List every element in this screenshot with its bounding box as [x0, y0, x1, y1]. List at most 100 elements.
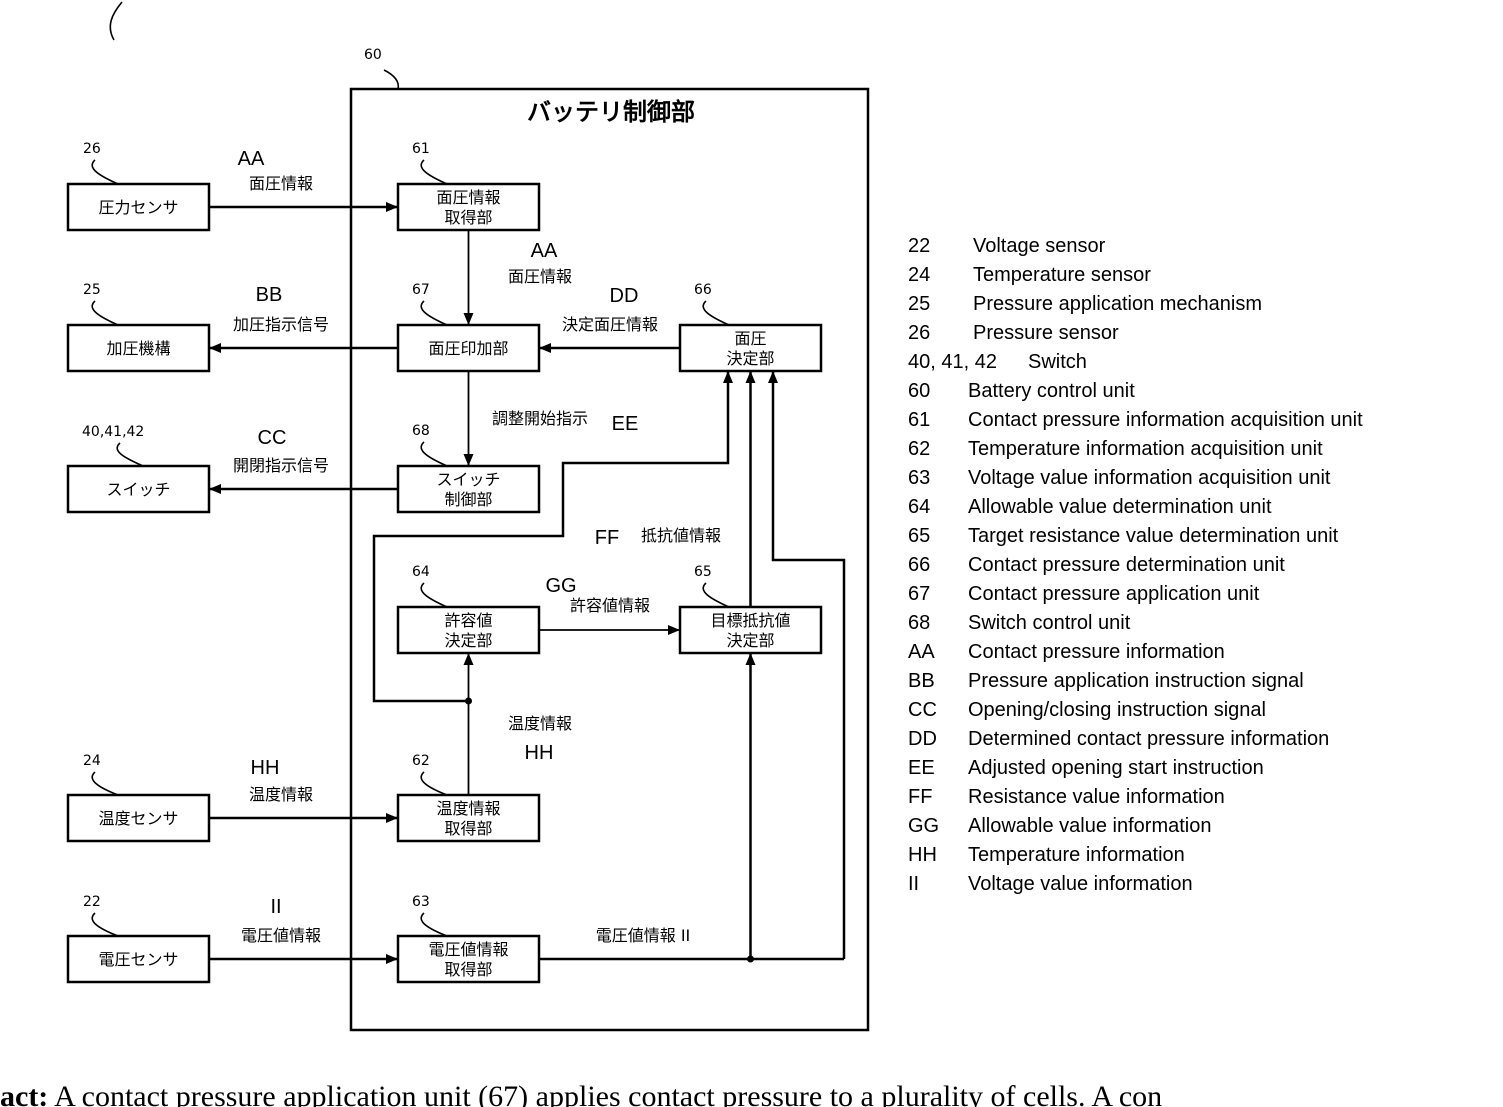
signal-dd-jp: 決定面圧情報: [562, 315, 658, 334]
ref-68: 68: [412, 423, 430, 439]
svg-text:スイッチ: スイッチ: [436, 470, 500, 489]
ref-60: 60: [364, 47, 382, 63]
signal-ee-code: EE: [612, 413, 639, 435]
svg-text:目標抵抗値: 目標抵抗値: [710, 611, 790, 630]
legend-code: 68: [908, 612, 930, 634]
legend-code: AA: [908, 641, 935, 663]
svg-text:許容値: 許容値: [444, 611, 492, 630]
signal-bb-jp: 加圧指示信号: [233, 315, 329, 334]
signal-gg-code: GG: [545, 575, 576, 597]
legend-code: GG: [908, 815, 939, 837]
legend-text: Voltage value information acquisition un…: [968, 467, 1331, 489]
figure-hook-mark: [110, 2, 122, 40]
voltage-sensor-label: 電圧センサ: [98, 950, 178, 969]
legend-code: 62: [908, 438, 930, 460]
svg-text:決定部: 決定部: [444, 631, 492, 650]
legend-text: Switch: [1028, 351, 1087, 373]
svg-text:面圧: 面圧: [734, 329, 766, 348]
legend-code: HH: [908, 844, 937, 866]
legend-code: 60: [908, 380, 930, 402]
legend-code: 64: [908, 496, 930, 518]
abstract-line: act: A contact pressure application unit…: [0, 1080, 1162, 1107]
signal-aa-code-1: AA: [238, 148, 265, 170]
pressure-mechanism-label: 加圧機構: [106, 339, 170, 358]
legend-code: 65: [908, 525, 930, 547]
legend-code: 66: [908, 554, 930, 576]
svg-text:面圧印加部: 面圧印加部: [428, 339, 508, 358]
signal-cc-jp: 開閉指示信号: [233, 456, 329, 475]
ref-62: 62: [412, 753, 430, 769]
legend-text: Opening/closing instruction signal: [968, 699, 1266, 721]
legend-text: Determined contact pressure information: [968, 728, 1329, 750]
legend-text: Resistance value information: [968, 786, 1225, 808]
svg-text:取得部: 取得部: [444, 819, 492, 838]
signal-ii-jp-1: 電圧値情報: [241, 926, 321, 945]
legend-text: Battery control unit: [968, 380, 1135, 402]
arrow-63-to-66: [773, 372, 844, 959]
unit-64-block: 許容値 決定部 64: [398, 564, 539, 653]
signal-hh-jp-1: 温度情報: [249, 785, 313, 804]
legend-code: 61: [908, 409, 930, 431]
ref-hook-60: [384, 70, 398, 89]
switch-block: スイッチ 40,41,42: [68, 424, 209, 512]
abstract-text: A contact pressure application unit (67)…: [48, 1080, 1162, 1107]
legend-code: 25: [908, 293, 930, 315]
ref-67: 67: [412, 282, 430, 298]
legend-code: 63: [908, 467, 930, 489]
legend-text: Voltage value information: [968, 873, 1193, 895]
legend-text: Adjusted opening start instruction: [968, 757, 1264, 779]
ref-61: 61: [412, 141, 430, 157]
ref-64: 64: [412, 564, 430, 580]
signal-aa-jp-2: 面圧情報: [508, 267, 572, 286]
ref-26: 26: [83, 141, 101, 157]
temperature-sensor-block: 温度センサ 24: [68, 753, 209, 841]
legend-text: Pressure sensor: [973, 322, 1119, 344]
unit-66-block: 面圧 決定部 66: [680, 282, 821, 371]
svg-text:制御部: 制御部: [444, 490, 492, 509]
signal-aa-jp-1: 面圧情報: [249, 174, 313, 193]
legend-text: Temperature information acquisition unit: [968, 438, 1323, 460]
ref-24: 24: [83, 753, 101, 769]
signal-hh-code-1: HH: [251, 757, 280, 779]
signal-dd-code: DD: [610, 285, 639, 307]
legend-code: 22: [908, 235, 930, 257]
signal-bb-code: BB: [256, 284, 283, 306]
unit-63-block: 電圧値情報 取得部 63: [398, 894, 539, 982]
switch-label: スイッチ: [106, 480, 170, 499]
legend-text: Temperature information: [968, 844, 1185, 866]
legend-text: Allowable value determination unit: [968, 496, 1272, 518]
legend-text: Voltage sensor: [973, 235, 1106, 257]
legend-text: Temperature sensor: [973, 264, 1151, 286]
pressure-sensor-block: 圧力センサ 26: [68, 141, 209, 230]
signal-ff-code: FF: [595, 527, 619, 549]
svg-text:取得部: 取得部: [444, 960, 492, 979]
signal-ee-jp: 調整開始指示: [492, 409, 588, 428]
legend-code: 26: [908, 322, 930, 344]
signal-ii-code-1: II: [270, 896, 281, 918]
legend-text: Allowable value information: [968, 815, 1211, 837]
legend-text: Pressure application instruction signal: [968, 670, 1304, 692]
legend-code: 40, 41, 42: [908, 351, 997, 373]
legend-text: Contact pressure determination unit: [968, 554, 1285, 576]
svg-text:電圧値情報: 電圧値情報: [428, 940, 508, 959]
signal-aa-code-2: AA: [531, 240, 558, 262]
pressure-sensor-label: 圧力センサ: [98, 198, 178, 217]
legend-text: Pressure application mechanism: [973, 293, 1262, 315]
legend-code: DD: [908, 728, 937, 750]
legend: 22Voltage sensor24Temperature sensor25Pr…: [908, 235, 1363, 895]
ref-66: 66: [694, 282, 712, 298]
legend-code: 67: [908, 583, 930, 605]
voltage-sensor-block: 電圧センサ 22: [68, 894, 209, 982]
svg-text:決定部: 決定部: [726, 631, 774, 650]
svg-text:温度情報: 温度情報: [436, 799, 500, 818]
svg-text:取得部: 取得部: [444, 208, 492, 227]
signal-cc-code: CC: [258, 427, 287, 449]
signal-ii-jp-2: 電圧値情報 II: [596, 926, 691, 945]
pressure-mechanism-block: 加圧機構 25: [68, 282, 209, 371]
legend-text: Switch control unit: [968, 612, 1131, 634]
signal-hh-code-2: HH: [525, 742, 554, 764]
ref-65: 65: [694, 564, 712, 580]
legend-text: Contact pressure information acquisition…: [968, 409, 1363, 431]
legend-code: II: [908, 873, 919, 895]
